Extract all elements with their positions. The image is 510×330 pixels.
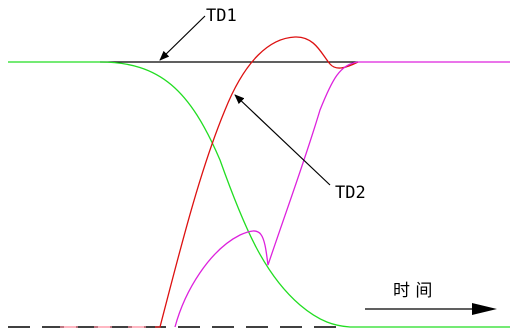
red-waveform [155,36,359,328]
td1-leader-arrow [159,15,206,61]
time-axis-arrowhead [472,303,497,315]
td2-label: TD2 [335,183,366,203]
time-axis-label: 时 间 [393,281,432,301]
magenta-waveform [174,61,510,328]
td1-label: TD1 [206,6,237,26]
green-waveform [8,61,510,328]
td2-leader-arrow [234,94,331,186]
